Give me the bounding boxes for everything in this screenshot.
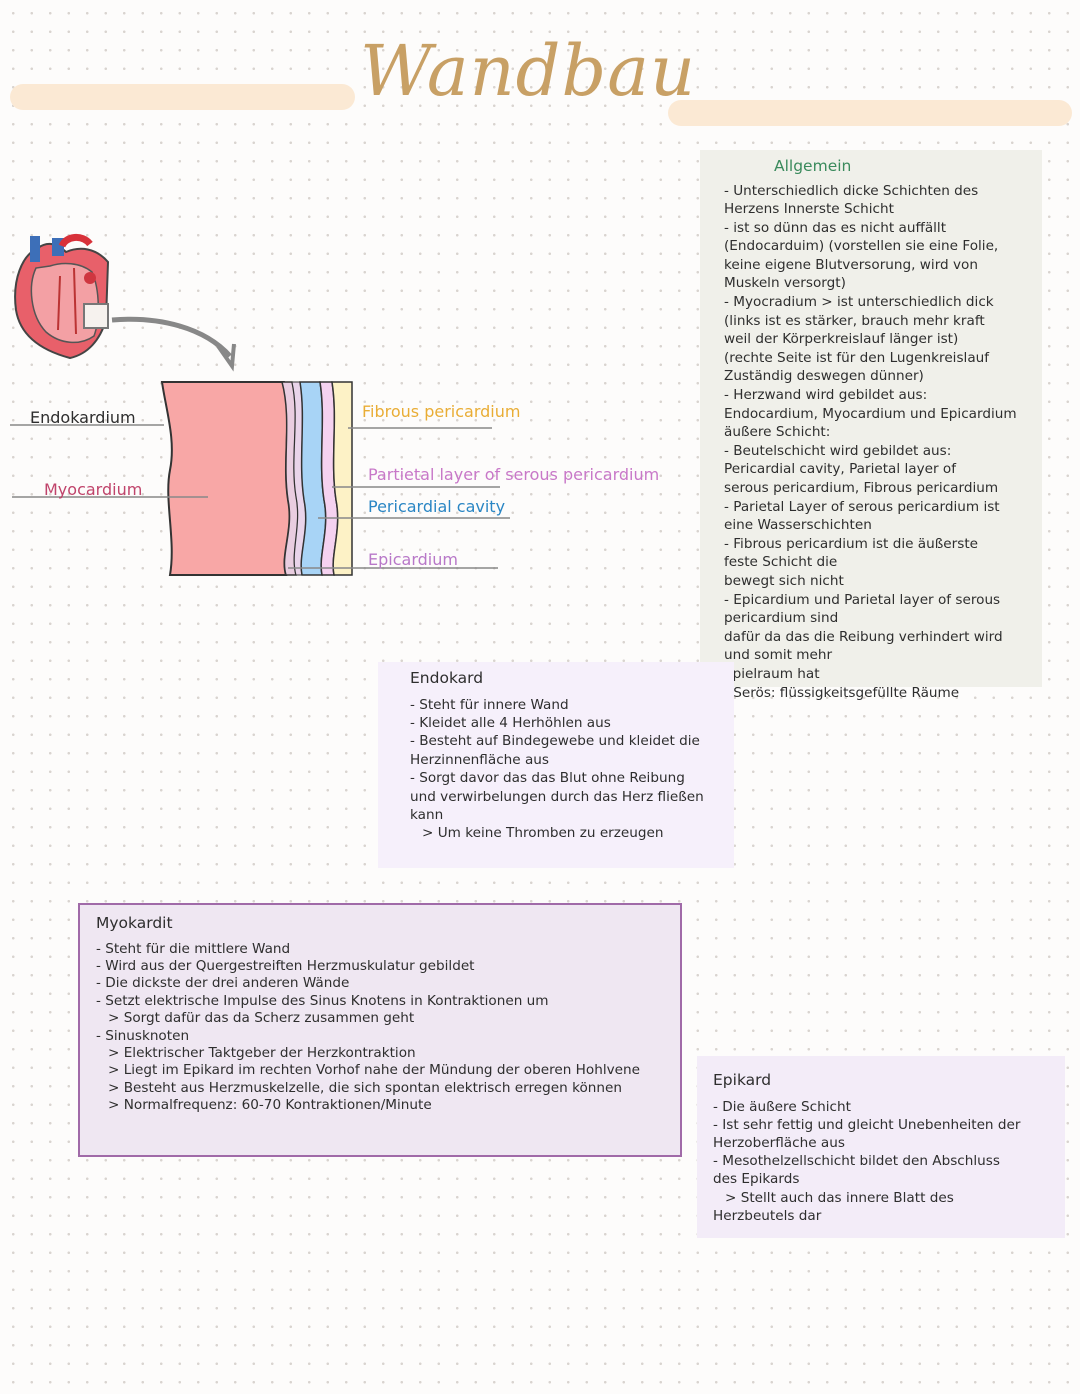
myokardit-line: - Sinusknoten [96,1027,190,1044]
epikard-box: Epikard - Die äußere Schicht- Ist sehr f… [697,1056,1065,1238]
endokard-box: Endokard - Steht für innere Wand- Kleide… [378,662,734,868]
allgemein-line: serous pericardium, Fibrous pericardium [724,480,999,496]
endokard-line: und verwirbelungen durch das Herz fließe… [410,788,704,805]
allgemein-text: Allgemein - Unterschiedlich dicke Schich… [724,152,1017,702]
allgemein-line: - Serös: flüssigkeitsgefüllte Räume [724,684,960,701]
allgemein-line: - Myocradium > ist unterschiedlich dick [724,294,994,311]
fibrous-pericardium-layer [331,381,353,576]
allgemein-line: - Herzwand wird gebildet aus: [724,387,928,404]
endokard-heading: Endokard [410,669,484,687]
allgemein-line: Spielraum hat [724,665,820,682]
label-endokardium: Endokardium [30,408,136,427]
label-myocardium: Myocardium [44,480,143,499]
allgemein-line: eine Wasserschichten [724,517,872,534]
allgemein-line: (rechte Seite ist für den Lugenkreislauf [724,349,990,366]
label-pericardial-cavity: Pericardial cavity [368,497,506,516]
endokard-line: - Sorgt davor das das Blut ohne Reibung [410,770,685,787]
myokardit-line: > Liegt im Epikard im rechten Vorhof nah… [108,1062,641,1079]
allgemein-line: keine eigene Blutversorung, wird von [724,256,978,273]
endokard-lines: - Steht für innere Wand- Kleidet alle 4 … [410,696,704,843]
allgemein-box: Allgemein - Unterschiedlich dicke Schich… [700,150,1042,701]
epikard-line: - Mesothelzellschicht bildet den Abschlu… [713,1153,1000,1170]
allgemein-line: Herzens Innerste Schicht [724,201,894,218]
label-parietal-layer: Partietal layer of serous pericardium [368,465,660,484]
myokardit-line: - Setzt elektrische Impulse des Sinus Kn… [96,992,549,1009]
endokard-text: Endokard - Steht für innere Wand- Kleide… [410,669,704,843]
myocardium-layer [160,381,291,576]
epikard-line: > Stellt auch das innere Blatt des [725,1189,954,1206]
label-fibrous-pericardium: Fibrous pericardium [362,402,521,421]
myokardit-line: > Normalfrequenz: 60-70 Kontraktionen/Mi… [108,1097,432,1114]
allgemein-line: - Unterschiedlich dicke Schichten des [724,182,979,199]
epikard-line: - Ist sehr fettig und gleicht Unebenheit… [713,1116,1021,1133]
allgemein-line: (Endocarduim) (vorstellen sie eine Folie… [724,238,999,255]
endokard-line: Herzinnenfläche aus [410,751,549,768]
zoom-marker [83,303,109,329]
allgemein-line: weil der Körperkreislauf länger ist) [724,331,959,348]
myokardit-text: Myokardit - Steht für die mittlere Wand-… [96,914,640,1115]
myokardit-heading: Myokardit [96,914,173,932]
epikard-heading: Epikard [713,1071,772,1089]
endokard-line: - Besteht auf Bindegewebe und kleidet di… [410,733,700,750]
zoom-arrow [111,316,232,358]
endokard-line: - Steht für innere Wand [410,696,569,713]
allgemein-line: Muskeln versorgt) [724,275,846,292]
allgemein-line: feste Schicht die [724,554,838,571]
heart-illustration [14,234,110,360]
myokardit-line: > Sorgt dafür das da Scherz zusammen geh… [108,1010,415,1027]
myokardit-line: > Elektrischer Taktgeber der Herzkontrak… [108,1044,416,1061]
endokard-line: > Um keine Thromben zu erzeugen [422,825,664,842]
allgemein-line: Zuständig deswegen dünner) [724,368,924,385]
allgemein-line: - ist so dünn das es nicht auffällt [724,219,947,236]
epikard-line: Herzbeutels dar [713,1207,822,1224]
allgemein-line: - Fibrous pericardium ist die äußerste [724,535,979,552]
allgemein-line: bewegt sich nicht [724,572,844,589]
header-band-left [10,84,355,110]
epikard-line: - Die äußere Schicht [713,1098,851,1115]
myokardit-line: - Die dickste der drei anderen Wände [96,975,350,992]
myokardit-line: - Steht für die mittlere Wand [96,940,291,957]
allgemein-line: pericardium sind [724,610,839,627]
allgemein-heading: Allgemein [774,157,852,175]
allgemein-line: äußere Schicht: [724,424,831,441]
allgemein-line: - Parietal Layer of serous pericardium i… [724,498,1000,515]
header-band-right [668,100,1072,126]
allgemein-line: Pericardial cavity, Parietal layer of [724,461,957,478]
myokardit-line: - Wird aus der Quergestreiften Herzmusku… [96,957,475,974]
myokardit-line: > Besteht aus Herzmuskelzelle, die sich … [108,1079,622,1096]
endokard-line: - Kleidet alle 4 Herhöhlen aus [410,714,611,731]
epikard-text: Epikard - Die äußere Schicht- Ist sehr f… [713,1071,1020,1225]
myokardit-lines: - Steht für die mittlere Wand- Wird aus … [96,941,640,1115]
allgemein-line: - Beutelschicht wird gebildet aus: [724,442,952,459]
myokardit-box: Myokardit - Steht für die mittlere Wand-… [78,903,682,1157]
epikard-lines: - Die äußere Schicht- Ist sehr fettig un… [713,1098,1020,1225]
allgemein-line: (links ist es stärker, brauch mehr kraft [724,312,985,329]
allgemein-line: - Epicardium und Parietal layer of serou… [724,591,1001,608]
allgemein-line: Endocardium, Myocardium und Epicardium [724,405,1017,422]
allgemein-line: dafür da das die Reibung verhindert wird [724,628,1003,645]
page-title: Wandbau [360,30,697,112]
allgemein-line: und somit mehr [724,647,833,664]
endokard-line: kann [410,806,444,823]
epikard-line: des Epikards [713,1171,800,1188]
label-epicardium: Epicardium [368,550,458,569]
epikard-line: Herzoberfläche aus [713,1134,845,1151]
